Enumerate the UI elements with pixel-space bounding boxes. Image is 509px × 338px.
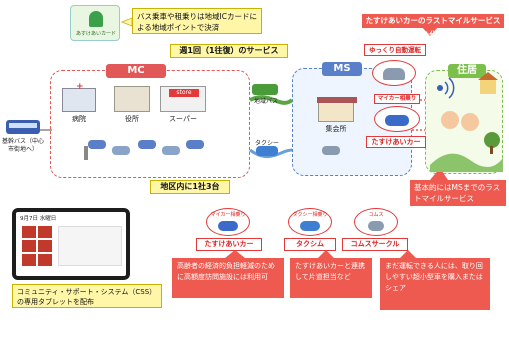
- ms-title: MS: [322, 62, 362, 76]
- service-taxim-desc: たすけあいカーと連携して片道担当など: [290, 258, 372, 298]
- service-tasukeai-name: たすけあいカー: [196, 238, 262, 251]
- mycar-label: マイカー相乗り: [374, 94, 420, 104]
- tablet-tile[interactable]: [38, 240, 52, 252]
- car-icon: [138, 140, 156, 149]
- service-taxim-name: タクシム: [284, 238, 336, 251]
- car-icon: [162, 146, 180, 155]
- car-icon: [88, 140, 106, 149]
- community-hall-icon: [317, 97, 357, 122]
- city-hall-icon: [114, 86, 150, 112]
- card-name: あすけあいカード: [75, 31, 116, 37]
- tablet-caption: コミュニティ・サポート・システム（CSS）の専用タブレットを配布: [12, 284, 162, 308]
- basic-service-callout: 基本的にはMSまでのラストマイルサービス: [410, 180, 506, 206]
- tablet-tile[interactable]: [22, 254, 36, 266]
- bus-stop-sign-icon: [84, 146, 88, 160]
- supermarket-label: スーパー: [169, 115, 197, 123]
- hospital-label: 病院: [72, 115, 86, 123]
- car-icon: [112, 146, 130, 155]
- car-icon: [322, 146, 340, 155]
- service-coms-icon: コムス: [354, 208, 398, 236]
- tablet-device: 9月7日 水曜日: [12, 208, 130, 280]
- tasukeai-car-label: たすけあいカー: [366, 136, 426, 148]
- top-right-banner: たすけあいカーのラストマイルサービスを代替: [362, 14, 504, 39]
- taxi-label: タクシー: [254, 140, 279, 147]
- mycar-icon: [374, 106, 420, 132]
- supermarket-icon: store: [160, 86, 206, 112]
- service-coms-name: コムスサークル: [342, 238, 408, 251]
- service-tasukeai-icon: マイカー相乗り: [206, 208, 250, 236]
- mc-title: MC: [106, 64, 166, 78]
- community-hall-label: 集会所: [325, 125, 347, 133]
- service-coms-desc: まだ運転できる人には、取り回しやすい超小型車を購入または シェア: [380, 258, 490, 310]
- service-tasukeai-desc: 高齢者の経済的負担軽減のために高額度訪問施設には利用可: [172, 258, 284, 298]
- car-icon: [186, 140, 204, 149]
- regional-bus-icon: [252, 84, 278, 95]
- bus-label: 基幹バス（中心市街地へ）: [1, 138, 44, 153]
- regional-bus-label: 地域バス: [253, 98, 278, 105]
- bus-icon: [6, 120, 40, 134]
- service-taxim-icon: タクシー相乗り: [288, 208, 332, 236]
- one-per-district-callout: 地区内に1社3台: [150, 180, 230, 194]
- yukkuri-label: ゆっくり自動運転: [364, 44, 426, 56]
- card-logo-icon: [89, 11, 103, 27]
- tablet-date: 9月7日 水曜日: [20, 216, 57, 222]
- tablet-tile[interactable]: [22, 226, 36, 238]
- tablet-content-panel: [58, 226, 122, 266]
- tablet-tile[interactable]: [38, 226, 52, 238]
- card-caption: バス乗車や租乗りは地域ICカードによる地域ポイントで決済: [132, 8, 262, 34]
- weekly-service-callout: 週1回（1往復）のサービス: [170, 44, 288, 58]
- hospital-icon: +: [62, 83, 96, 112]
- store-sign: store: [169, 89, 199, 97]
- autonomous-car-icon: [372, 60, 416, 86]
- taxi-icon: [256, 146, 278, 156]
- tablet-tile[interactable]: [22, 240, 36, 252]
- ic-card: あすけあいカード: [70, 5, 120, 41]
- city-hall-label: 役所: [125, 115, 139, 123]
- residence-title: 住居: [448, 64, 486, 78]
- tablet-tile[interactable]: [38, 254, 52, 266]
